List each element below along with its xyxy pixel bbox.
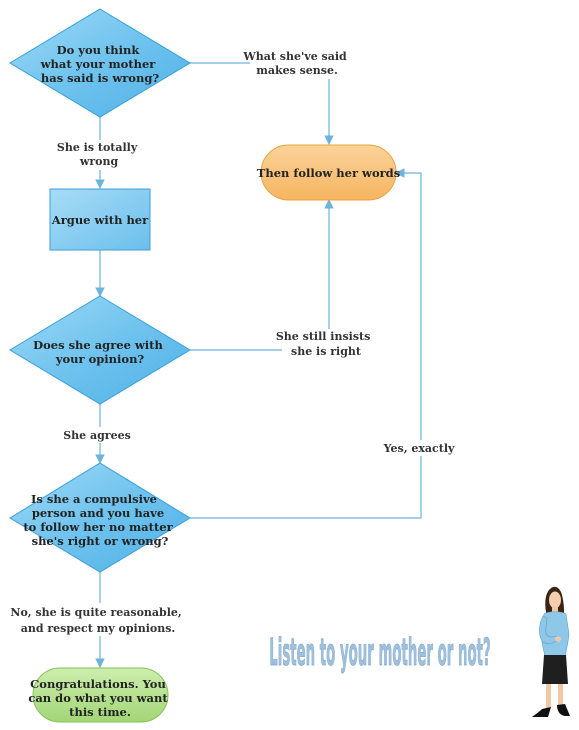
diagram-title: Listen to your mother or not?: [269, 632, 490, 675]
node-q3-line: to follow her no matter: [23, 520, 173, 534]
edge-q2-to-follow: [190, 199, 334, 351]
node-argue[interactable]: Argue with her: [49, 188, 151, 251]
decision-compulsive[interactable]: Is she a compulsive person and you have …: [9, 462, 191, 573]
edge-label-makes-sense: What she've said: [242, 50, 347, 63]
node-congratulations[interactable]: Congratulations. You can do what you wan…: [28, 667, 171, 723]
node-q1-line: Do you think: [57, 43, 141, 57]
svg-text:Yes, exactly: Yes, exactly: [383, 442, 455, 455]
edge-q3-to-follow: [190, 168, 422, 519]
svg-text:She agrees: She agrees: [63, 429, 131, 442]
node-q1-line: what your mother: [40, 57, 157, 71]
node-congrats-line: this time.: [69, 705, 131, 719]
node-q3-line: Is she a compulsive: [31, 492, 157, 506]
node-congrats-line: can do what you want: [28, 691, 168, 705]
edge-label-makes-sense: makes sense.: [256, 64, 338, 77]
node-follow-words[interactable]: Then follow her words: [257, 144, 400, 201]
svg-text:Do you think what your m: Do you think what your mother has said i…: [40, 43, 160, 85]
svg-text:Is she a compulsive pers: Is she a compulsive person and you have …: [23, 492, 176, 548]
svg-text:She still insists she is: She still insists she is right: [276, 330, 374, 358]
node-follow-line: Then follow her words: [257, 166, 400, 180]
node-q3-line: she's right or wrong?: [32, 534, 169, 548]
svg-text:What she've said makes s: What she've said makes sense.: [242, 50, 350, 77]
decision-wrong[interactable]: Do you think what your mother has said i…: [9, 8, 191, 118]
node-argue-line: Argue with her: [51, 213, 149, 227]
svg-text:Does she agree with your: Does she agree with your opinion?: [33, 338, 167, 366]
edge-label-agrees: She agrees: [63, 429, 131, 442]
node-q1-line: has said is wrong?: [41, 71, 160, 85]
edge-label-reasonable: and respect my opinions.: [21, 622, 176, 635]
svg-text:No, she is quite reasonable,: No, she is quite reasonable, and respect…: [10, 606, 185, 635]
node-q2-line: your opinion?: [55, 352, 145, 366]
edge-label-totally-wrong: She is totally: [57, 141, 138, 154]
svg-text:Argue with her: Argue with her: [51, 213, 149, 227]
edge-labels: What she've said makes sense. She is tot…: [10, 49, 456, 636]
edge-label-reasonable: No, she is quite reasonable,: [10, 606, 181, 619]
edge-label-yes-exactly: Yes, exactly: [383, 442, 455, 455]
node-q3-line: person and you have: [32, 506, 164, 520]
edge-label-still-insists: She still insists: [276, 330, 370, 343]
woman-illustration: [532, 586, 570, 717]
svg-text:Congratulations. You can: Congratulations. You can do what you wan…: [28, 677, 171, 719]
svg-text:She is totally wrong: She is totally wrong: [57, 141, 141, 168]
decision-agree[interactable]: Does she agree with your opinion?: [9, 295, 191, 405]
svg-text:Then follow her words: Then follow her words: [257, 166, 400, 180]
node-q2-line: Does she agree with: [33, 338, 163, 352]
edge-label-totally-wrong: wrong: [79, 155, 119, 168]
node-congrats-line: Congratulations. You: [30, 677, 166, 691]
edge-label-still-insists: she is right: [291, 345, 362, 358]
